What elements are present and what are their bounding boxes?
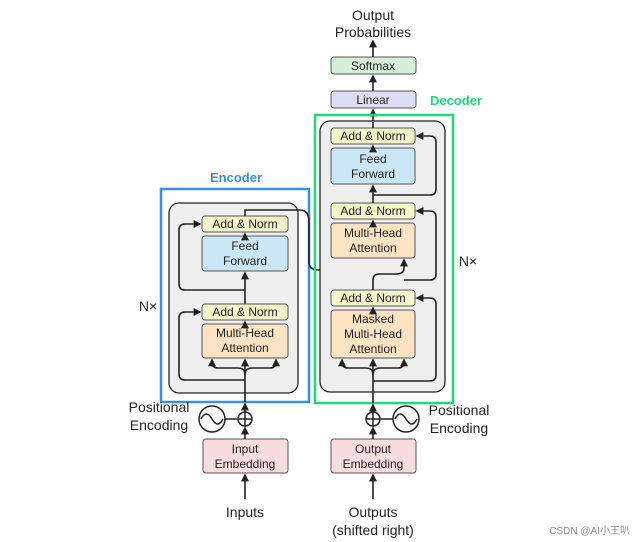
decoder-masked-mha-line2: Multi-Head	[344, 327, 402, 341]
input-embedding-line2: Embedding	[215, 457, 276, 471]
output-probabilities-line1: Output	[352, 7, 394, 23]
decoder-add-norm-middle-label: Add & Norm	[340, 204, 405, 218]
encoder-title: Encoder	[210, 170, 262, 185]
decoder-mha-line1: Multi-Head	[344, 226, 402, 240]
linear-label: Linear	[356, 93, 389, 107]
decoder-mha-line2: Attention	[349, 241, 396, 255]
inputs-label: Inputs	[226, 504, 264, 520]
decoder-connections	[338, 122, 437, 403]
decoder-add-norm-top-label: Add & Norm	[340, 129, 405, 143]
encoder-feed-forward-line2: Forward	[223, 254, 267, 268]
decoder-nx-label: N×	[459, 253, 477, 269]
decoder-sine-wave-icon	[394, 413, 418, 425]
encoder-add-norm-top-label: Add & Norm	[212, 217, 277, 231]
decoder-add-norm-bottom-label: Add & Norm	[340, 291, 405, 305]
decoder-feed-forward-line2: Forward	[351, 167, 395, 181]
decoder-positional-encoding-line1: Positional	[429, 402, 490, 418]
input-embedding-line1: Input	[232, 442, 259, 456]
encoder-highlight-box	[159, 187, 311, 404]
outputs-label-line2: (shifted right)	[332, 522, 414, 538]
decoder-title: Decoder	[430, 93, 482, 108]
output-embedding-line1: Output	[355, 442, 392, 456]
output-embedding-line2: Embedding	[343, 457, 404, 471]
encoder-sine-wave-icon	[200, 413, 224, 425]
decoder-positional-encoding-line2: Encoding	[430, 420, 488, 436]
encoder-feed-forward-line1: Feed	[231, 239, 258, 253]
decoder-highlight-box	[313, 113, 455, 405]
output-probabilities-line2: Probabilities	[335, 24, 411, 40]
decoder-masked-mha-line3: Attention	[349, 342, 396, 356]
encoder-positional-encoding-line1: Positional	[129, 399, 190, 415]
encoder-nx-label: N×	[139, 298, 157, 314]
encoder-add-norm-bottom-label: Add & Norm	[212, 305, 277, 319]
decoder-masked-mha-line1: Masked	[352, 312, 394, 326]
watermark: CSDN @AI小王叭	[549, 525, 630, 537]
outputs-label-line1: Outputs	[348, 504, 397, 520]
encoder-positional-encoding-line2: Encoding	[130, 417, 188, 433]
encoder-mha-line1: Multi-Head	[216, 326, 274, 340]
decoder-feed-forward-line1: Feed	[359, 152, 386, 166]
softmax-label: Softmax	[351, 59, 395, 73]
encoder-mha-line2: Attention	[221, 341, 268, 355]
